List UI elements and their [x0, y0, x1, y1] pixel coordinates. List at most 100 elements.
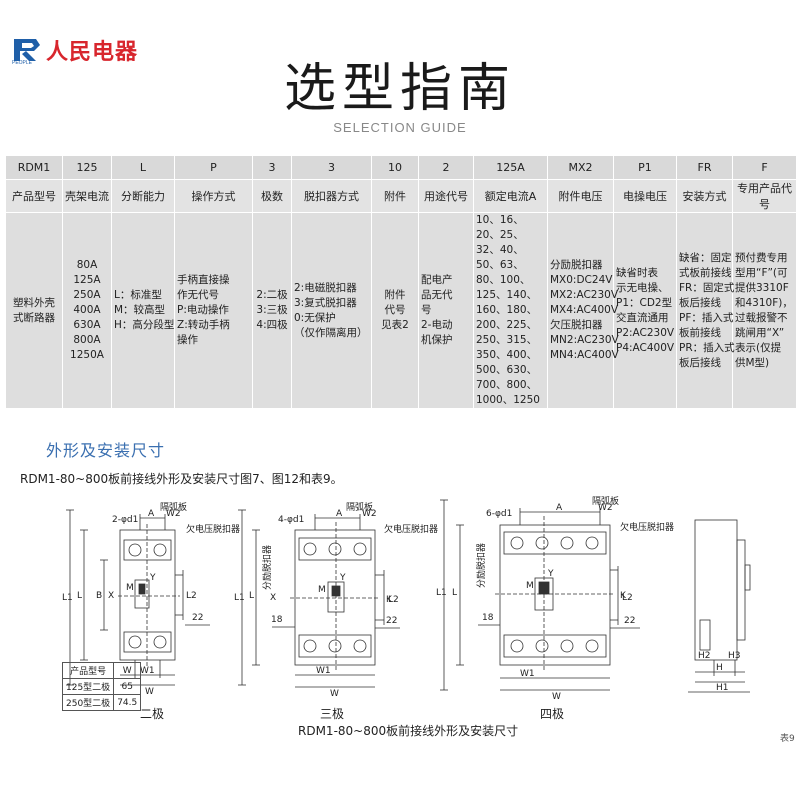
option-line: 和4310F)，	[735, 296, 793, 309]
option-line: 跳闸用“X”	[735, 326, 785, 339]
option-line: 品无代	[421, 289, 453, 301]
option-line: MX4:AC400V	[550, 304, 619, 316]
dimension-letter: L2	[388, 595, 399, 605]
dimension-label: 22	[192, 613, 203, 623]
option-line: 630A	[73, 319, 101, 331]
option-line: 400A	[73, 304, 101, 316]
name-cell: 专用产品代号	[732, 179, 797, 213]
option-line: 见表2	[381, 319, 409, 331]
option-line: P4:AC400V	[616, 341, 675, 354]
hole-label: 6-φd1	[486, 509, 512, 519]
dimension-letter: Y	[149, 573, 156, 583]
option-line: 代号	[384, 304, 406, 316]
option-line: 2:二极	[256, 289, 288, 301]
dimension-letter: M	[318, 585, 326, 595]
corner-note: 表9	[780, 734, 795, 744]
arc-plate-label: 隔弧板	[346, 501, 373, 513]
dimension-letter: W1	[140, 666, 155, 676]
option-line: 350、400、	[476, 349, 538, 361]
option-line: Z:转动手柄	[177, 319, 230, 331]
name-cell: 脱扣器方式	[291, 179, 372, 213]
name-cell: 用途代号	[418, 179, 474, 213]
option-cell: 10、16、20、25、32、40、50、63、80、100、125、140、1…	[473, 212, 548, 409]
section-title: 外形及安装尺寸	[46, 441, 166, 460]
dimension-letter: M	[526, 581, 534, 591]
name-cell: 壳架电流	[62, 179, 112, 213]
model-table-row: 250型二极 74.5	[61, 694, 142, 711]
option-line: 1250A	[70, 349, 104, 361]
dimension-letter: L2	[622, 593, 633, 603]
option-line: 式板前接线	[679, 266, 732, 279]
model-table-header: 产品型号 W	[61, 662, 142, 679]
shunt-label: 分励脱扣器	[475, 543, 487, 588]
undervoltage-label: 欠电压脱扣器	[186, 523, 240, 535]
option-line: 2:电磁脱扣器	[294, 281, 357, 294]
option-line: 缺省：固定	[679, 251, 732, 264]
option-line: MX2:AC230V	[550, 289, 619, 301]
two-pole-label: 二极	[140, 707, 164, 721]
three-pole-drawing	[238, 509, 400, 688]
option-cell: 附件代号见表2	[371, 212, 419, 409]
option-line: 板后接线	[679, 296, 721, 309]
option-cell: 塑料外壳式断路器	[5, 212, 63, 409]
dimension-letter: L	[77, 591, 82, 601]
dimension-letter: W2	[598, 503, 613, 513]
option-line: 供M型)	[735, 356, 770, 369]
dimension-label: 22	[386, 616, 397, 626]
code-cell: P1	[613, 155, 677, 180]
option-line: H：高分段型	[114, 319, 175, 331]
option-line: L：标准型	[114, 289, 162, 301]
option-line: PR：插入式	[679, 341, 735, 354]
model-table-cell: 125型二极	[61, 678, 115, 695]
dimension-letter: H3	[728, 651, 741, 661]
name-cell: 极数	[252, 179, 292, 213]
option-line: 20、25、	[476, 229, 524, 241]
option-line: 80A	[76, 259, 98, 271]
option-line: 160、180、	[476, 304, 538, 316]
option-line: 125A	[73, 274, 101, 286]
hole-label: 4-φd1	[278, 515, 304, 525]
drawing-caption-bottom: RDM1-80~800板前接线外形及安装尺寸	[298, 724, 519, 738]
undervoltage-label: 欠电压脱扣器	[620, 521, 674, 533]
option-line: 号	[421, 304, 432, 316]
arc-plate-label: 隔弧板	[592, 495, 619, 507]
brand-name: 人民电器	[46, 40, 139, 65]
page-subtitle: SELECTION GUIDE	[333, 120, 467, 135]
model-dimension-table: 产品型号 W 125型二极 65 250型二极 74.5	[61, 662, 142, 711]
dimension-letter: K	[620, 591, 627, 601]
option-line: 手柄直接操	[177, 274, 230, 286]
dimension-letter: H1	[716, 683, 729, 693]
model-table-row: 125型二极 65	[61, 678, 142, 695]
dimension-letter: L1	[62, 593, 73, 603]
option-line: 1000、1250	[476, 394, 540, 406]
option-line: 500、630、	[476, 364, 538, 376]
brand-logo: 人民电器	[12, 34, 138, 66]
option-line: 附件	[384, 289, 406, 301]
dimension-label: 18	[271, 615, 283, 625]
dimension-letter: W	[330, 689, 339, 699]
arc-plate-label: 隔弧板	[160, 501, 187, 513]
three-pole-label: 三极	[320, 707, 344, 721]
name-cell: 操作方式	[174, 179, 253, 213]
code-cell: MX2	[547, 155, 614, 180]
option-line: 板后接线	[679, 356, 721, 369]
brand-sub: PEOPLE	[12, 60, 33, 66]
option-line: 过载报警不	[735, 311, 788, 324]
dimension-letter: L1	[234, 593, 245, 603]
four-pole-drawing	[440, 499, 640, 691]
option-line: 型用“F”(可	[735, 266, 788, 279]
code-cell: 125A	[473, 155, 548, 180]
option-line: MN4:AC400V	[550, 349, 619, 361]
option-line: 预付费专用	[735, 251, 788, 264]
name-cell: 分断能力	[111, 179, 175, 213]
model-table-cell: 74.5	[113, 694, 142, 711]
side-view-drawing	[688, 519, 751, 693]
undervoltage-label: 欠电压脱扣器	[384, 523, 438, 535]
option-line: 配电产	[421, 274, 453, 286]
